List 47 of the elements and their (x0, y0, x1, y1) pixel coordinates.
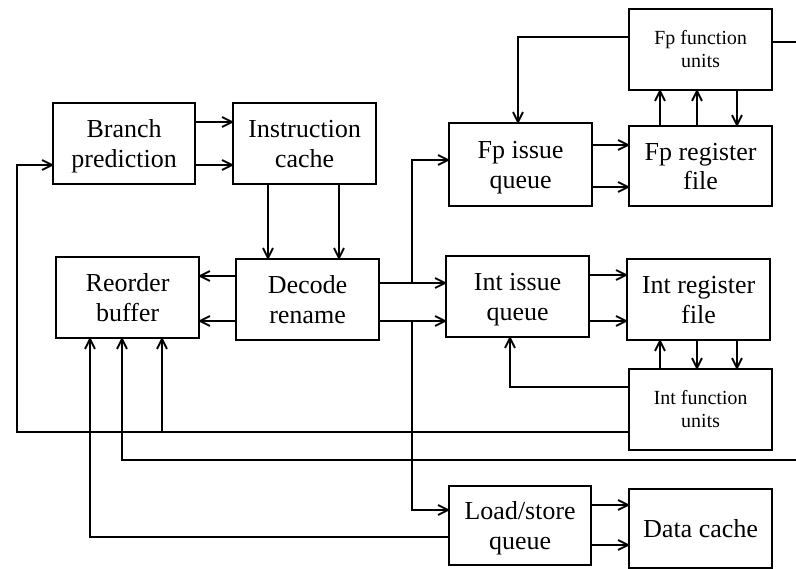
block-box (448, 122, 593, 207)
block-label: Int register file (640, 270, 756, 329)
arrow (592, 539, 629, 551)
arrow (199, 270, 235, 282)
arrow (590, 269, 627, 281)
block-label: Fp function units (653, 27, 748, 72)
arrow (333, 185, 345, 259)
block-label: Reorder buffer (84, 268, 170, 327)
arrow (262, 185, 274, 259)
block-box (445, 255, 590, 338)
block-label: Branch prediction (70, 114, 178, 173)
block-box (52, 102, 196, 185)
arrow (731, 91, 743, 126)
block-label: Data cache (643, 514, 758, 544)
block-label: Fp register file (644, 136, 758, 196)
block-box (232, 102, 377, 185)
arrow (116, 41, 796, 461)
block-box (55, 256, 200, 339)
block-label: Fp issue queue (476, 135, 564, 194)
arrow (590, 315, 627, 327)
block-box (628, 8, 773, 91)
arrow (512, 36, 628, 123)
block-label: Decode rename (266, 270, 348, 329)
block-label: Load/store queue (463, 496, 577, 555)
block-box (628, 368, 773, 451)
arrow (504, 337, 628, 388)
arrow (380, 320, 449, 516)
arrow (731, 341, 743, 369)
block-box (235, 258, 380, 341)
arrow (593, 139, 629, 151)
arrow (196, 116, 233, 128)
arrow (196, 159, 233, 171)
arrow (592, 499, 629, 511)
arrow (654, 90, 666, 125)
arrow (691, 341, 703, 369)
arrow (593, 181, 629, 193)
arrow (691, 90, 703, 125)
block-box (628, 488, 773, 569)
block-box (626, 258, 771, 341)
block-label: Instruction cache (247, 114, 362, 173)
arrow (654, 340, 666, 368)
arrow (84, 338, 448, 538)
block-box (448, 485, 592, 566)
arrow (199, 315, 235, 327)
block-label: Int issue queue (472, 267, 562, 326)
block-label: Int function units (652, 387, 748, 432)
block-box (628, 125, 773, 207)
